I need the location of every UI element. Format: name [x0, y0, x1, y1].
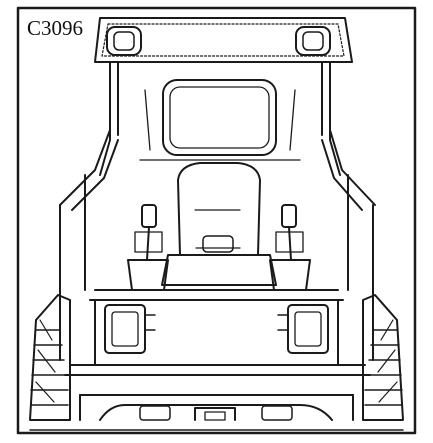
left-control-lever — [127, 204, 169, 291]
operator-seat — [161, 162, 277, 286]
right-tire — [362, 294, 404, 421]
right-rear-light — [277, 304, 329, 354]
rear-window — [162, 79, 277, 156]
lift-arms — [59, 129, 376, 361]
rear-bumper — [79, 394, 354, 421]
left-rear-light — [104, 304, 156, 354]
right-control-lever — [269, 204, 311, 291]
rops-top-bar — [94, 17, 353, 63]
cab-structure — [99, 61, 341, 176]
left-lifting-eye — [106, 26, 142, 56]
figure-border — [16, 6, 417, 435]
figure-code-label: C3096 — [27, 16, 88, 40]
machine-body — [64, 174, 371, 376]
left-tire — [29, 294, 71, 421]
right-lifting-eye — [295, 26, 331, 56]
hitch — [194, 407, 236, 421]
